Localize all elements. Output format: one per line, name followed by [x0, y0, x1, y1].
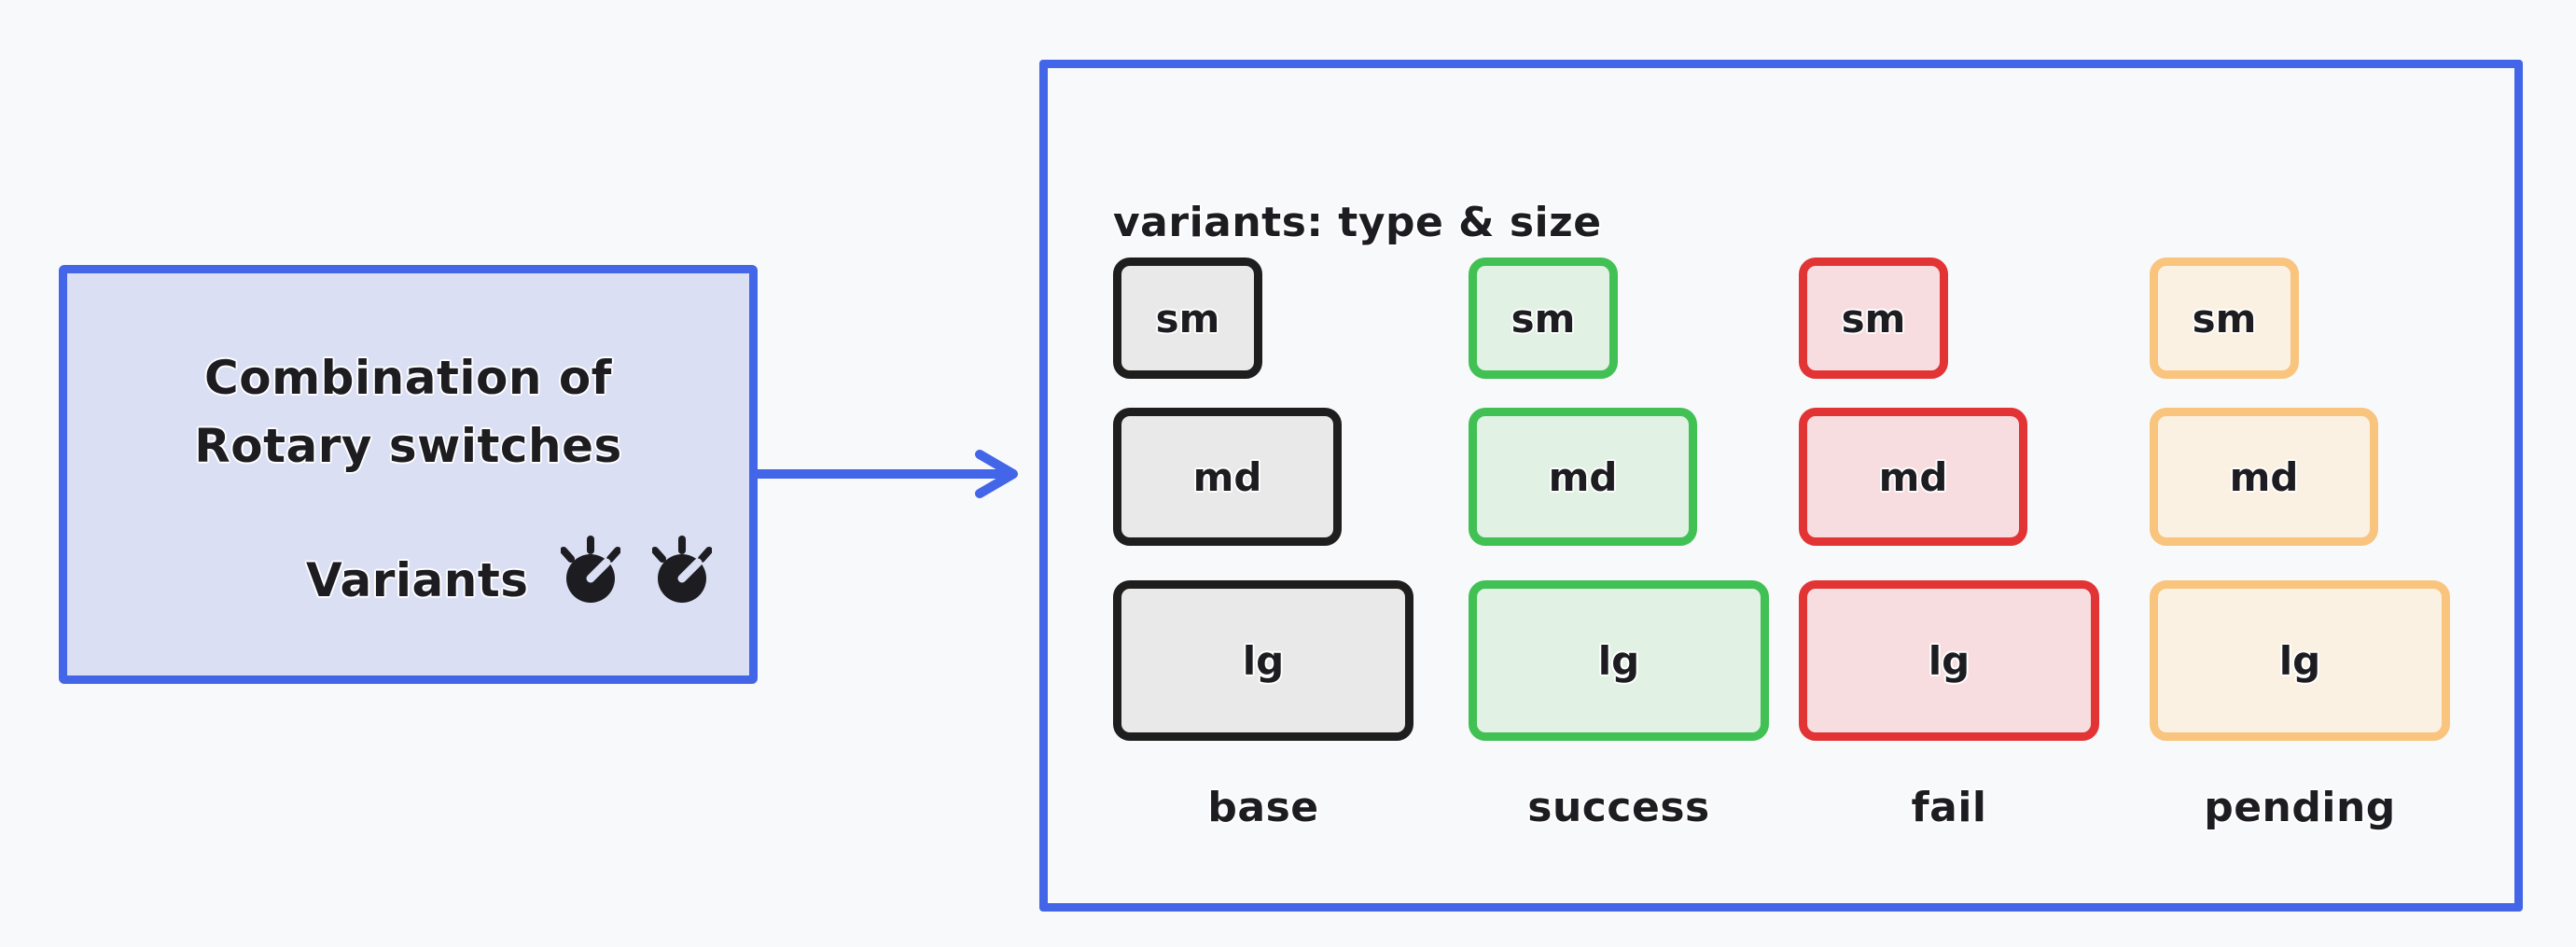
switch-pending-lg: lg [2150, 580, 2450, 741]
switch-success-lg: lg [1469, 580, 1769, 741]
switch-fail-sm: sm [1799, 258, 1948, 379]
column-label-success: success [1527, 784, 1710, 831]
switch-pending-sm: sm [2150, 258, 2299, 379]
rotary-knob-icon [560, 536, 620, 603]
column-label-base: base [1207, 784, 1319, 831]
variant-column-success: sm md lg success [1469, 258, 1769, 831]
switch-success-sm: sm [1469, 258, 1618, 379]
source-box: Combination of Rotary switches Variants [59, 265, 758, 684]
source-box-title-line1: Combination of [204, 351, 612, 405]
panel-title: variants: type & size [1113, 199, 1602, 246]
switch-base-md: md [1113, 408, 1342, 546]
switch-pending-md: md [2150, 408, 2378, 546]
switch-base-lg: lg [1113, 580, 1413, 741]
variant-column-pending: sm md lg pending [2150, 258, 2450, 831]
column-label-pending: pending [2204, 784, 2396, 831]
variants-label: Variants [306, 553, 529, 607]
variant-column-base: sm md lg base [1113, 258, 1413, 831]
variants-panel: variants: type & size sm md lg base sm m… [1039, 60, 2523, 912]
switch-base-sm: sm [1113, 258, 1262, 379]
switch-success-md: md [1469, 408, 1697, 546]
switch-fail-md: md [1799, 408, 2027, 546]
column-label-fail: fail [1911, 784, 1987, 831]
source-box-title-line2: Rotary switches [194, 419, 622, 473]
switch-fail-lg: lg [1799, 580, 2099, 741]
right-arrow-icon [753, 450, 1018, 498]
variant-column-fail: sm md lg fail [1799, 258, 2099, 831]
variants-row: Variants [306, 536, 712, 620]
rotary-knob-icon [651, 536, 712, 603]
source-box-title: Combination of Rotary switches [67, 344, 749, 480]
